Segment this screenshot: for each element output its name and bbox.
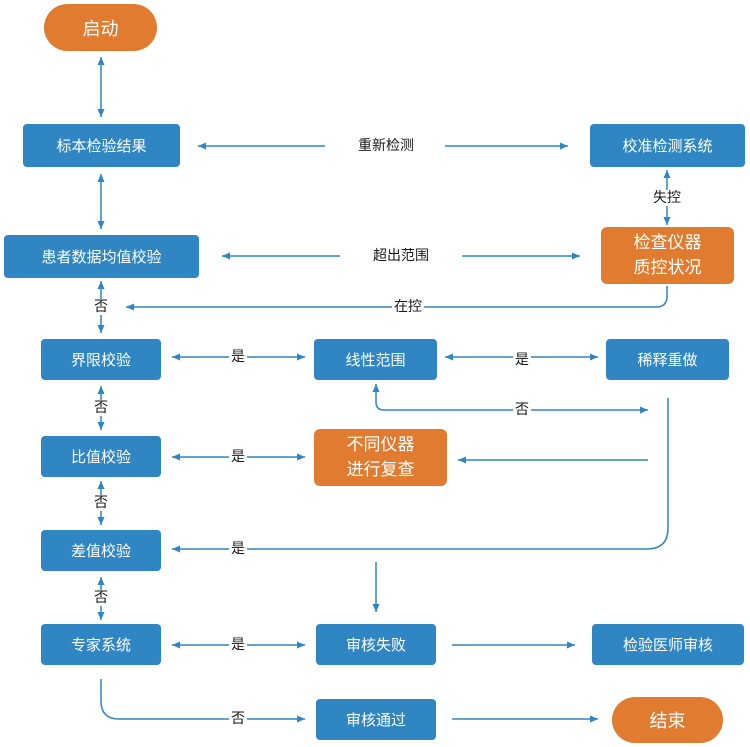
label-yes-ratio: 是 — [229, 449, 247, 465]
label-yes-diff: 是 — [229, 541, 247, 557]
edge-linear-no — [372, 384, 648, 414]
label-no-limit: 否 — [92, 400, 110, 416]
check-qc-node: 检查仪器 质控状况 — [601, 227, 734, 284]
physician-audit-node: 检验医师审核 — [592, 624, 744, 665]
label-no-expert: 否 — [229, 711, 247, 727]
recheck-other-instrument-node: 不同仪器 进行复查 — [314, 429, 447, 486]
label-out-of-range: 超出范围 — [371, 248, 431, 264]
expert-system-node: 专家系统 — [41, 624, 161, 665]
label-no-ratio: 否 — [92, 495, 110, 511]
label-in-control: 在控 — [392, 299, 424, 315]
label-out-of-control: 失控 — [651, 190, 683, 206]
edge-expert-pass — [100, 679, 305, 723]
sample-result-node: 标本检验结果 — [23, 124, 180, 167]
label-no-linear: 否 — [513, 402, 531, 418]
end-node: 结束 — [612, 697, 723, 743]
ratio-check-node: 比值校验 — [41, 436, 161, 477]
start-node: 启动 — [44, 4, 157, 51]
limit-check-node: 界限校验 — [41, 339, 161, 380]
audit-fail-node: 审核失败 — [316, 624, 436, 665]
label-retest: 重新检测 — [356, 138, 416, 154]
edge-in-control — [126, 286, 668, 311]
label-no-avg: 否 — [92, 299, 110, 315]
label-yes-linear: 是 — [513, 352, 531, 368]
dilute-redo-node: 稀释重做 — [606, 339, 729, 380]
label-yes-expert: 是 — [229, 637, 247, 653]
label-no-diff: 否 — [92, 590, 110, 606]
edge-dilute-diff — [172, 398, 669, 553]
audit-pass-node: 审核通过 — [316, 699, 436, 740]
difference-check-node: 差值校验 — [41, 530, 161, 571]
linear-range-node: 线性范围 — [314, 339, 437, 380]
calibrate-node: 校准检测系统 — [590, 124, 745, 167]
label-yes-limit: 是 — [229, 349, 247, 365]
patient-average-node: 患者数据均值校验 — [4, 235, 199, 278]
